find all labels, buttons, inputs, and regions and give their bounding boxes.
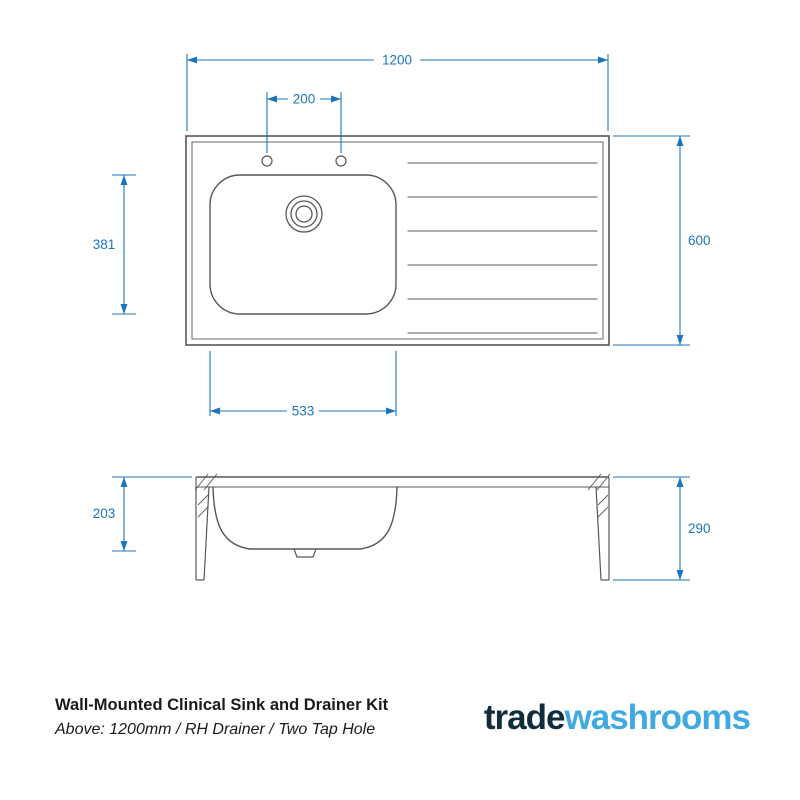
drain-outlet-profile	[293, 548, 317, 558]
side-view	[194, 473, 611, 581]
bracket-inner-edge	[595, 486, 602, 581]
drain-ring-outer	[285, 195, 323, 233]
wall-bracket-right	[595, 486, 610, 581]
product-variant: Above: 1200mm / RH Drainer / Two Tap Hol…	[55, 721, 376, 738]
tradewashrooms-logo: tradewashrooms	[483, 697, 751, 738]
technical-drawing: 1200 200 381 600 533	[93, 51, 711, 581]
sink-outline	[185, 135, 610, 346]
tap-hole-left	[261, 155, 273, 167]
dimension-overall-width: 1200	[186, 51, 609, 131]
worktop-profile	[194, 473, 611, 491]
dimension-bowl-width: 533	[209, 351, 397, 420]
drain-outlet	[285, 195, 323, 233]
hatch-mark	[194, 473, 209, 491]
tap-hole-right	[335, 155, 347, 167]
hatch-mark	[596, 473, 611, 491]
dimension-label: 600	[688, 233, 711, 248]
footer: Wall-Mounted Clinical Sink and Drainer K…	[55, 696, 751, 739]
drain-ring-middle	[290, 200, 318, 228]
dimension-label: 200	[293, 92, 316, 107]
hatch-mark	[597, 494, 609, 506]
label-background	[287, 402, 319, 420]
drainer-ribs	[407, 162, 598, 334]
dimension-overall-height: 290	[613, 476, 711, 581]
hatch-mark	[587, 473, 602, 491]
hatch-mark	[197, 506, 209, 518]
dimension-bowl-height: 203	[93, 476, 192, 552]
dimension-label: 1200	[382, 53, 412, 68]
dimension-label: 203	[93, 506, 116, 521]
dimension-tap-spacing: 200	[266, 90, 342, 153]
product-caption: Wall-Mounted Clinical Sink and Drainer K…	[55, 696, 388, 739]
dimension-overall-depth: 600	[613, 135, 711, 346]
dimension-label: 533	[292, 404, 315, 419]
dimension-bowl-depth: 381	[93, 174, 136, 315]
bracket-inner-edge	[203, 486, 210, 581]
label-background	[288, 90, 320, 108]
hatch-mark	[197, 494, 209, 506]
sink-bowl	[209, 174, 397, 315]
sink-inner-outline	[191, 141, 604, 340]
hatch-mark	[597, 506, 609, 518]
dimension-label: 381	[93, 237, 116, 252]
label-background	[374, 51, 420, 69]
plan-view	[185, 135, 610, 346]
drain-ring-inner	[295, 205, 313, 223]
bowl-profile	[212, 486, 398, 550]
dimension-label: 290	[688, 521, 711, 536]
logo-word-trade: trade	[483, 697, 566, 737]
wall-bracket-left	[195, 486, 210, 581]
hatch-mark	[203, 473, 218, 491]
logo-word-washrooms: washrooms	[564, 697, 751, 737]
product-title: Wall-Mounted Clinical Sink and Drainer K…	[55, 696, 389, 714]
